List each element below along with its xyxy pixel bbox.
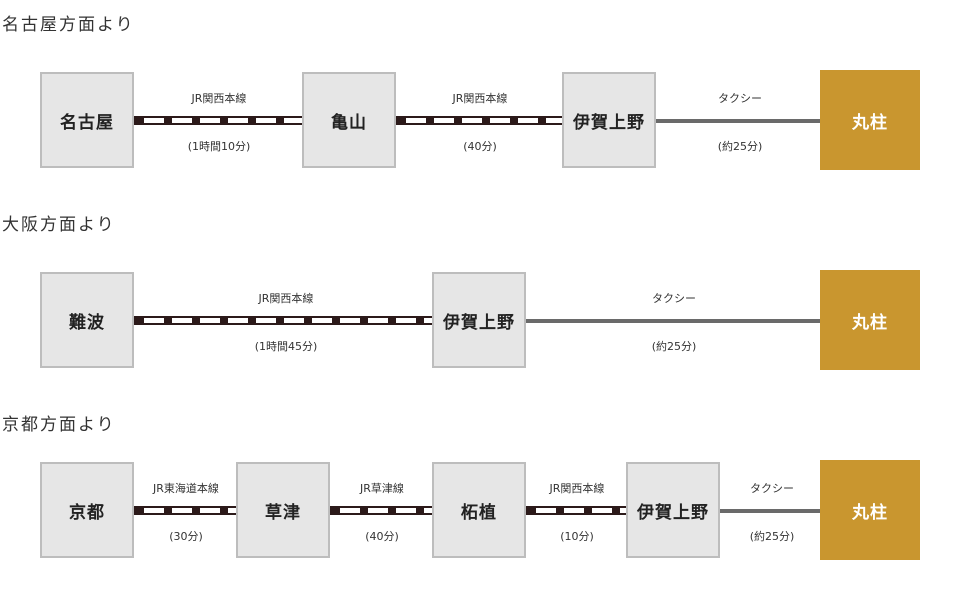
station-kameyama: 亀山 <box>302 72 396 168</box>
taxi-road <box>720 509 822 513</box>
destination-marubashira: 丸柱 <box>820 270 920 370</box>
segment-line-label: JR東海道本線 <box>153 482 219 495</box>
rail-line <box>396 116 564 125</box>
segment-time-label: (約25分) <box>717 140 763 153</box>
rail-line <box>134 116 304 125</box>
station-tsuge: 柘植 <box>432 462 526 558</box>
route-title-osaka: 大阪方面より <box>2 215 116 235</box>
rail-line <box>526 506 628 515</box>
segment-line-label: JR関西本線 <box>452 92 508 105</box>
segment-time-label: (40分) <box>463 140 497 153</box>
station-kyoto: 京都 <box>40 462 134 558</box>
segment-line-label: JR関西本線 <box>549 482 605 495</box>
segment-time-label: (30分) <box>169 530 203 543</box>
segment-time-label: (1時間45分) <box>254 340 318 353</box>
segment-time-label: (約25分) <box>749 530 795 543</box>
station-iga-ueno: 伊賀上野 <box>432 272 526 368</box>
segment-time-label: (40分) <box>365 530 399 543</box>
taxi-road <box>526 319 822 323</box>
segment-time-label: (10分) <box>560 530 594 543</box>
destination-marubashira: 丸柱 <box>820 460 920 560</box>
segment-line-label: タクシー <box>718 92 762 105</box>
station-nagoya: 名古屋 <box>40 72 134 168</box>
station-iga-ueno: 伊賀上野 <box>562 72 656 168</box>
station-iga-ueno: 伊賀上野 <box>626 462 720 558</box>
rail-line <box>134 316 434 325</box>
segment-line-label: タクシー <box>652 292 696 305</box>
segment-time-label: (約25分) <box>651 340 697 353</box>
destination-marubashira: 丸柱 <box>820 70 920 170</box>
station-namba: 難波 <box>40 272 134 368</box>
segment-line-label: JR関西本線 <box>191 92 247 105</box>
rail-line <box>134 506 238 515</box>
segment-time-label: (1時間10分) <box>187 140 251 153</box>
route-title-nagoya: 名古屋方面より <box>2 15 135 35</box>
segment-line-label: JR草津線 <box>360 482 404 495</box>
taxi-road <box>656 119 822 123</box>
route-title-kyoto: 京都方面より <box>2 415 116 435</box>
segment-line-label: JR関西本線 <box>258 292 314 305</box>
station-kusatsu: 草津 <box>236 462 330 558</box>
segment-line-label: タクシー <box>750 482 794 495</box>
rail-line <box>330 506 434 515</box>
